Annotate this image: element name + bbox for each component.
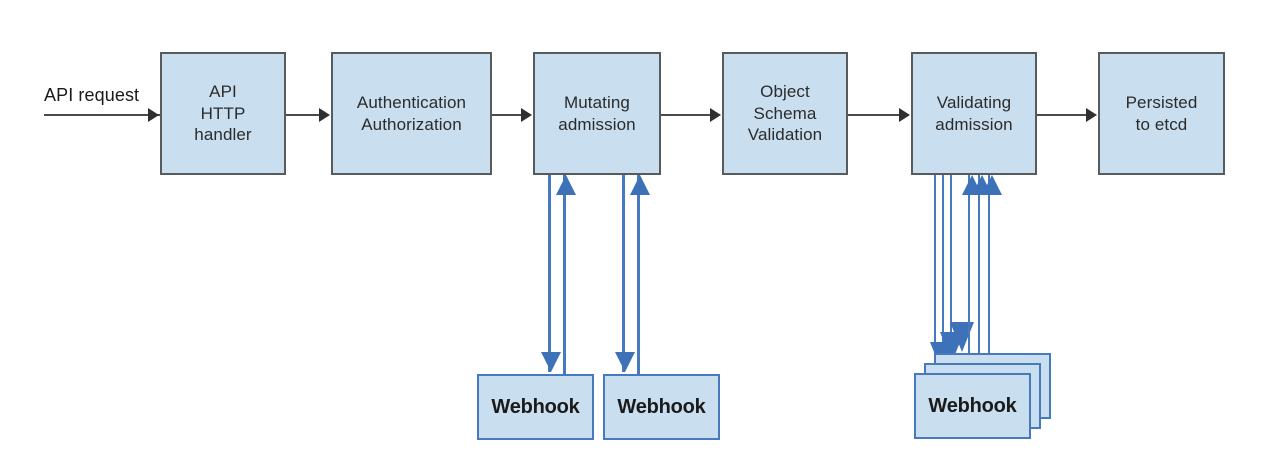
connector-arrow-mutating-to-schema [710,108,721,122]
connector-line-schema-to-validating [848,114,900,116]
mutating-webhook-2-up-line [637,175,640,375]
connector-arrow-auth-to-mutating [521,108,532,122]
connector-line-handler-to-auth [286,114,320,116]
validating-webhook-up-arrow-3 [982,175,1002,195]
mutating-webhook-2-down-line [622,175,625,372]
mutating-webhook-1-up-line [563,175,566,375]
stage-api-http-handler[interactable]: API HTTP handler [160,52,286,175]
mutating-webhook-1-down-arrow [541,352,561,372]
connector-line-mutating-to-schema [661,114,711,116]
validating-webhook-down-line-1 [934,175,936,360]
connector-arrow-handler-to-auth [319,108,330,122]
mutating-webhook-2-up-arrow [630,175,650,195]
validating-webhook-up-line-1 [968,175,970,375]
mutating-webhook-2-down-arrow [615,352,635,372]
stage-mutating-admission[interactable]: Mutating admission [533,52,661,175]
connector-line-validating-to-etcd [1037,114,1086,116]
stage-object-schema-validation[interactable]: Object Schema Validation [722,52,848,175]
mutating-webhook-1-up-arrow [556,175,576,195]
connector-arrow-validating-to-etcd [1086,108,1097,122]
stage-validating-admission[interactable]: Validating admission [911,52,1037,175]
validating-webhook-up-line-2 [978,175,980,365]
webhook-box-mutating-2[interactable]: Webhook [603,374,720,440]
connector-arrow-schema-to-validating [899,108,910,122]
connector-line-auth-to-mutating [492,114,522,116]
webhook-box-mutating-1[interactable]: Webhook [477,374,594,440]
entry-arrow-line [44,114,160,116]
validating-webhook-down-line-3 [950,175,952,340]
mutating-webhook-1-down-line [548,175,551,372]
entry-arrow-head [148,108,159,122]
entry-label-api-request: API request [44,85,140,105]
webhook-box-validating-stack-front[interactable]: Webhook [914,373,1031,439]
validating-webhook-up-line-3 [988,175,990,355]
validating-webhook-down-line-2 [942,175,944,350]
stage-persisted-to-etcd[interactable]: Persisted to etcd [1098,52,1225,175]
stage-authentication-authorization[interactable]: Authentication Authorization [331,52,492,175]
